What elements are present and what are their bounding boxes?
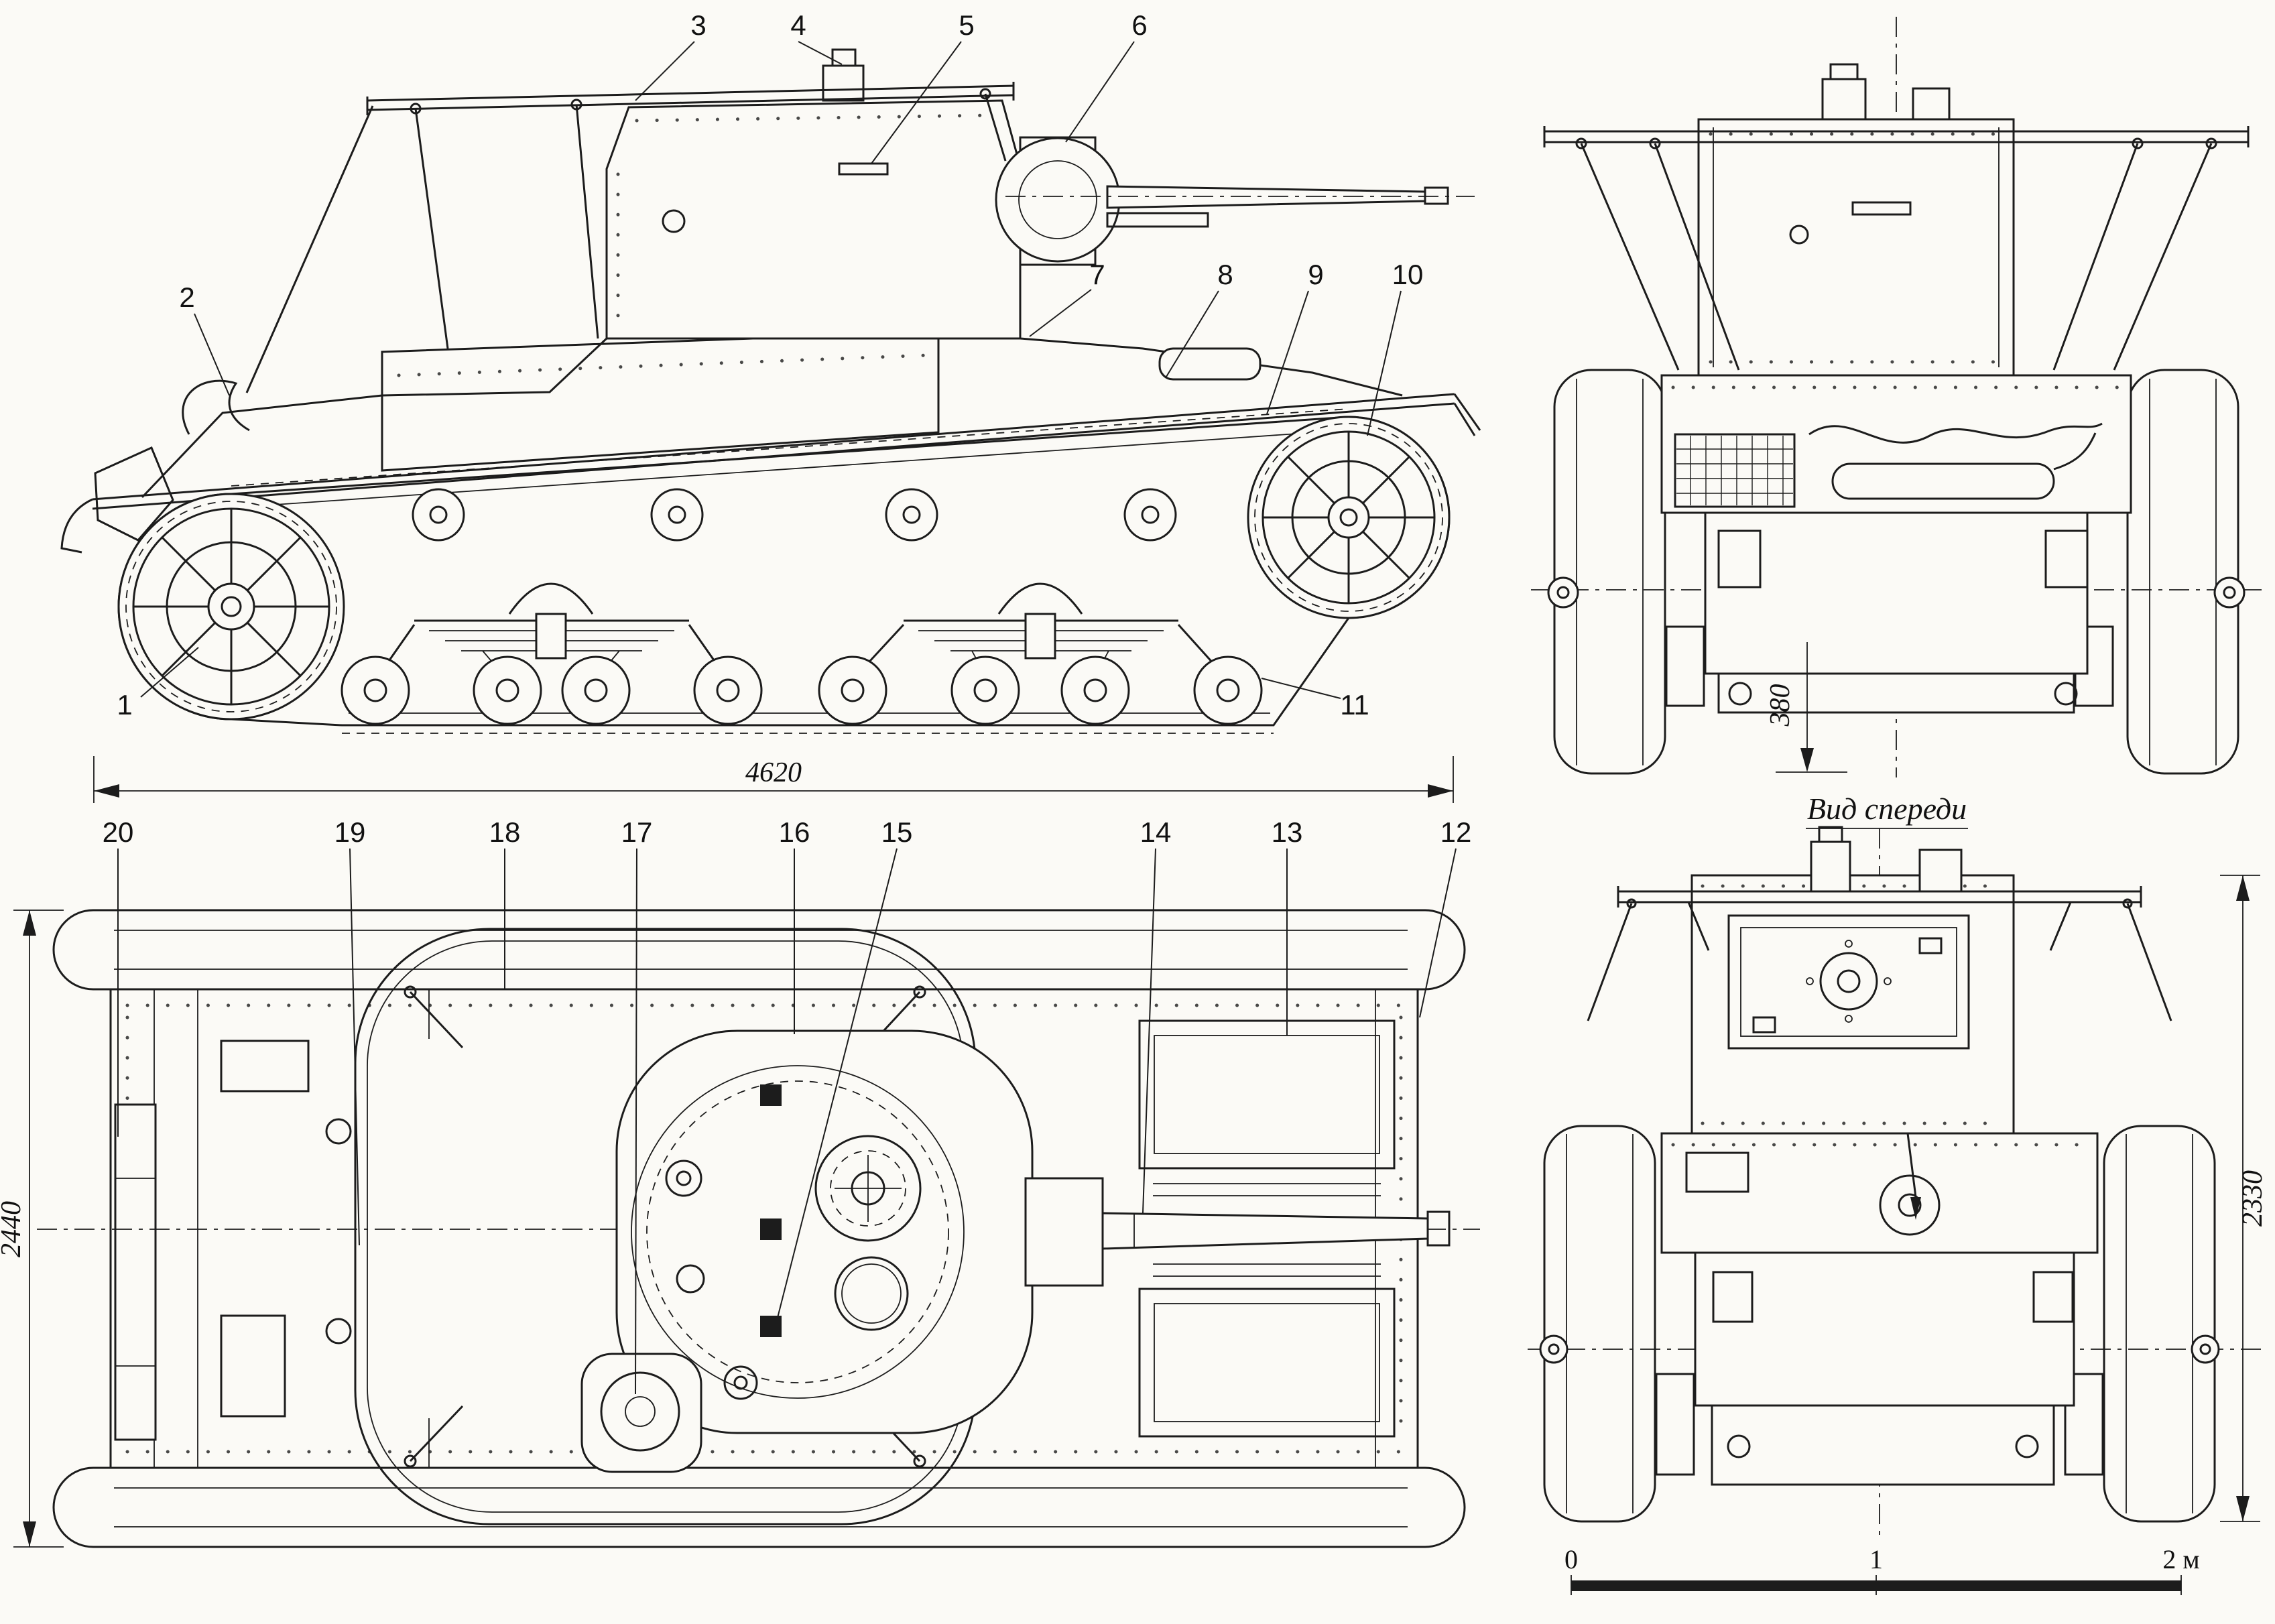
- plan-callouts: 20 19 18 17 16 15 14 13 12: [103, 816, 1472, 1395]
- side-length-dimension: 4620: [93, 756, 1454, 803]
- front-tracks: [1547, 369, 2246, 775]
- scale-tick-1: 1: [1869, 1544, 1883, 1574]
- side-idler-wheel: [117, 493, 345, 721]
- callout-18-label: 18: [489, 816, 521, 848]
- callout-8-label: 8: [1217, 259, 1233, 290]
- callout-9-label: 9: [1308, 259, 1323, 290]
- callout-2: 2: [179, 282, 230, 396]
- plan-width-dimension: 2440: [0, 910, 64, 1548]
- callout-12-label: 12: [1440, 816, 1472, 848]
- callout-17-label: 17: [621, 816, 653, 848]
- callout-16-label: 16: [779, 816, 810, 848]
- callout-20: 20: [103, 816, 134, 1137]
- callout-14: 14: [1140, 816, 1172, 1214]
- callout-10-label: 10: [1392, 259, 1424, 290]
- callout-6: 6: [1065, 9, 1148, 143]
- clearance-dimension-value: 380: [1765, 684, 1796, 727]
- front-turret: [1697, 63, 2015, 377]
- scale-tick-0: 0: [1564, 1544, 1578, 1574]
- lower-height-dimension: 2330: [2220, 875, 2268, 1522]
- callout-2-label: 2: [179, 282, 194, 313]
- callout-5-label: 5: [959, 9, 974, 41]
- front-clearance-dimension: 380: [1765, 642, 1847, 773]
- callout-19: 19: [334, 816, 366, 1246]
- callout-5: 5: [871, 9, 975, 164]
- front-antenna-frame: [1543, 126, 2250, 371]
- callout-15-label: 15: [881, 816, 913, 848]
- front-view: 380 Вид спереди: [1531, 17, 2262, 829]
- front-muffler: [1831, 462, 2055, 500]
- callout-20-label: 20: [103, 816, 134, 848]
- callout-16: 16: [779, 816, 810, 1034]
- side-antenna-frame: [245, 82, 1015, 393]
- side-view: 1 2 3 4 5 6 7 8 9 10 11 4620: [60, 9, 1481, 803]
- plan-gun: [1024, 1177, 1451, 1287]
- front-view-caption: Вид спереди: [1807, 792, 1967, 826]
- callout-7-label: 7: [1089, 259, 1105, 290]
- front-hull: [1660, 374, 2132, 714]
- height-dimension-value: 2330: [2237, 1170, 2268, 1227]
- callout-19-label: 19: [334, 816, 366, 848]
- width-dimension-value: 2440: [0, 1201, 27, 1257]
- callout-17: 17: [621, 816, 653, 1395]
- side-callouts: 1 2 3 4 5 6 7 8 9 10 11: [117, 9, 1423, 721]
- side-hull: [60, 330, 1481, 608]
- lower-hull: [1660, 1132, 2099, 1486]
- callout-14-label: 14: [1140, 816, 1172, 848]
- callout-4: 4: [790, 9, 843, 65]
- callout-18: 18: [489, 816, 521, 989]
- front-caption: Вид спереди: [1806, 792, 1968, 829]
- front-tow-cable: [1808, 422, 2103, 444]
- callout-3-label: 3: [690, 9, 706, 41]
- side-drive-sprocket: [1247, 416, 1451, 619]
- callout-8: 8: [1166, 259, 1233, 377]
- scale-bar-body: [1571, 1580, 2181, 1591]
- side-gun: [995, 136, 1475, 266]
- callout-6-label: 6: [1131, 9, 1147, 41]
- plan-turret: [580, 1029, 1034, 1473]
- callout-13: 13: [1272, 816, 1303, 1036]
- plan-engine-deck: [1138, 1019, 1396, 1438]
- front-grille: [1674, 433, 1796, 508]
- callout-7: 7: [1029, 259, 1105, 337]
- lower-tracks: [1539, 1125, 2220, 1523]
- callout-1: 1: [117, 647, 199, 721]
- lower-antenna-frame: [1587, 886, 2172, 1021]
- lower-turret: [1690, 826, 2015, 1220]
- lower-plumb-weight: [1910, 1197, 1921, 1220]
- scale-tick-2: 2 м: [2162, 1544, 2199, 1574]
- plan-view: 20 19 18 17 16 15 14 13 12 2440: [0, 816, 1480, 1548]
- scale-bar: 0 1 2 м: [1564, 1544, 2200, 1595]
- lower-front-view: 2330 0 1 2 м: [1528, 826, 2268, 1595]
- length-dimension-value: 4620: [745, 757, 802, 788]
- callout-1-label: 1: [117, 689, 132, 721]
- callout-3: 3: [635, 9, 706, 101]
- callout-15: 15: [777, 816, 913, 1318]
- side-road-wheels: [341, 655, 1263, 725]
- callout-4-label: 4: [790, 9, 806, 41]
- callout-10: 10: [1367, 259, 1423, 436]
- lower-plumb-cord: [1906, 1133, 1917, 1198]
- callout-11-label: 11: [1340, 689, 1369, 721]
- side-turret: [605, 48, 1022, 340]
- callout-13-label: 13: [1272, 816, 1303, 848]
- side-return-rollers: [412, 488, 1177, 542]
- callout-12: 12: [1419, 816, 1472, 1018]
- callout-9: 9: [1266, 259, 1324, 415]
- callout-11: 11: [1261, 678, 1369, 721]
